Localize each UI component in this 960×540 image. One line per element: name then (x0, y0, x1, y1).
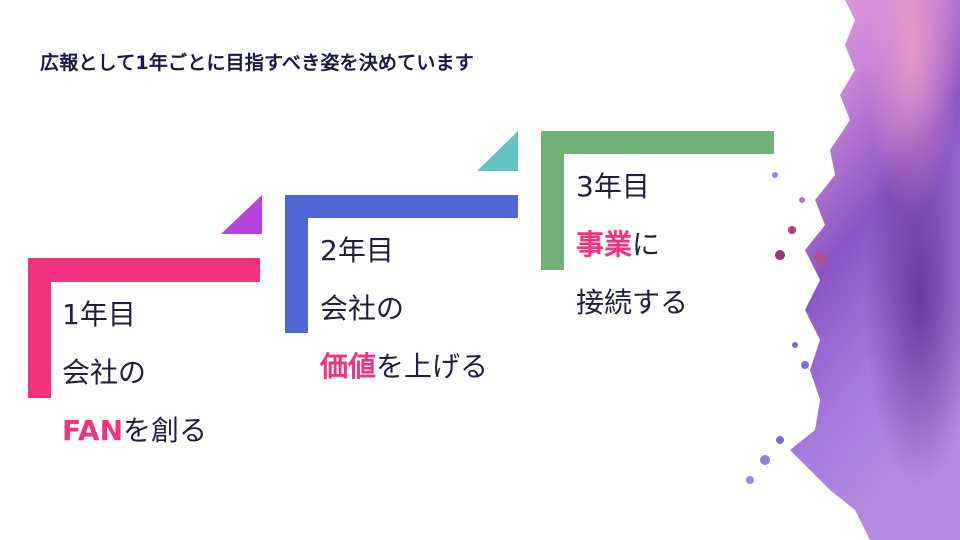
step-3-side-bar (541, 131, 564, 270)
step-3-line2-rest: に (632, 228, 661, 261)
step-3-line2: 事業に (576, 216, 688, 274)
step-1-side-bar (28, 258, 51, 398)
step-2-top-bar (285, 195, 518, 218)
step-1-line3: FANを創る (62, 402, 207, 460)
step-1-line3-rest: を創る (123, 414, 208, 447)
step-1-top-bar (28, 258, 260, 282)
step-2-line3-rest: を上げる (376, 350, 489, 383)
step-2-year: 2年目 (320, 234, 394, 267)
step-1-highlight: FAN (62, 414, 124, 447)
step-2-line2: 会社の (320, 292, 405, 325)
step-3-line3: 接続する (576, 286, 689, 319)
step-2-side-bar (285, 195, 308, 333)
step-3-highlight: 事業 (576, 228, 633, 261)
step-1-line2: 会社の (62, 356, 147, 389)
slide-title: 広報として1年ごとに目指すべき姿を決めています (40, 52, 474, 74)
step-1-year: 1年目 (62, 298, 136, 331)
watercolor-decoration-image (746, 0, 960, 540)
step-1-text: 1年目 会社の FANを創る (62, 286, 207, 460)
step-2-triangle-icon (477, 131, 518, 171)
step-2-highlight: 価値 (320, 350, 377, 383)
step-2-text: 2年目 会社の 価値を上げる (320, 222, 488, 396)
step-3-text: 3年目 事業に 接続する (576, 158, 688, 332)
step-3-top-bar (541, 131, 774, 154)
step-2-line3: 価値を上げる (320, 338, 488, 396)
step-3-year: 3年目 (576, 170, 650, 203)
step-1-triangle-icon (221, 195, 262, 234)
